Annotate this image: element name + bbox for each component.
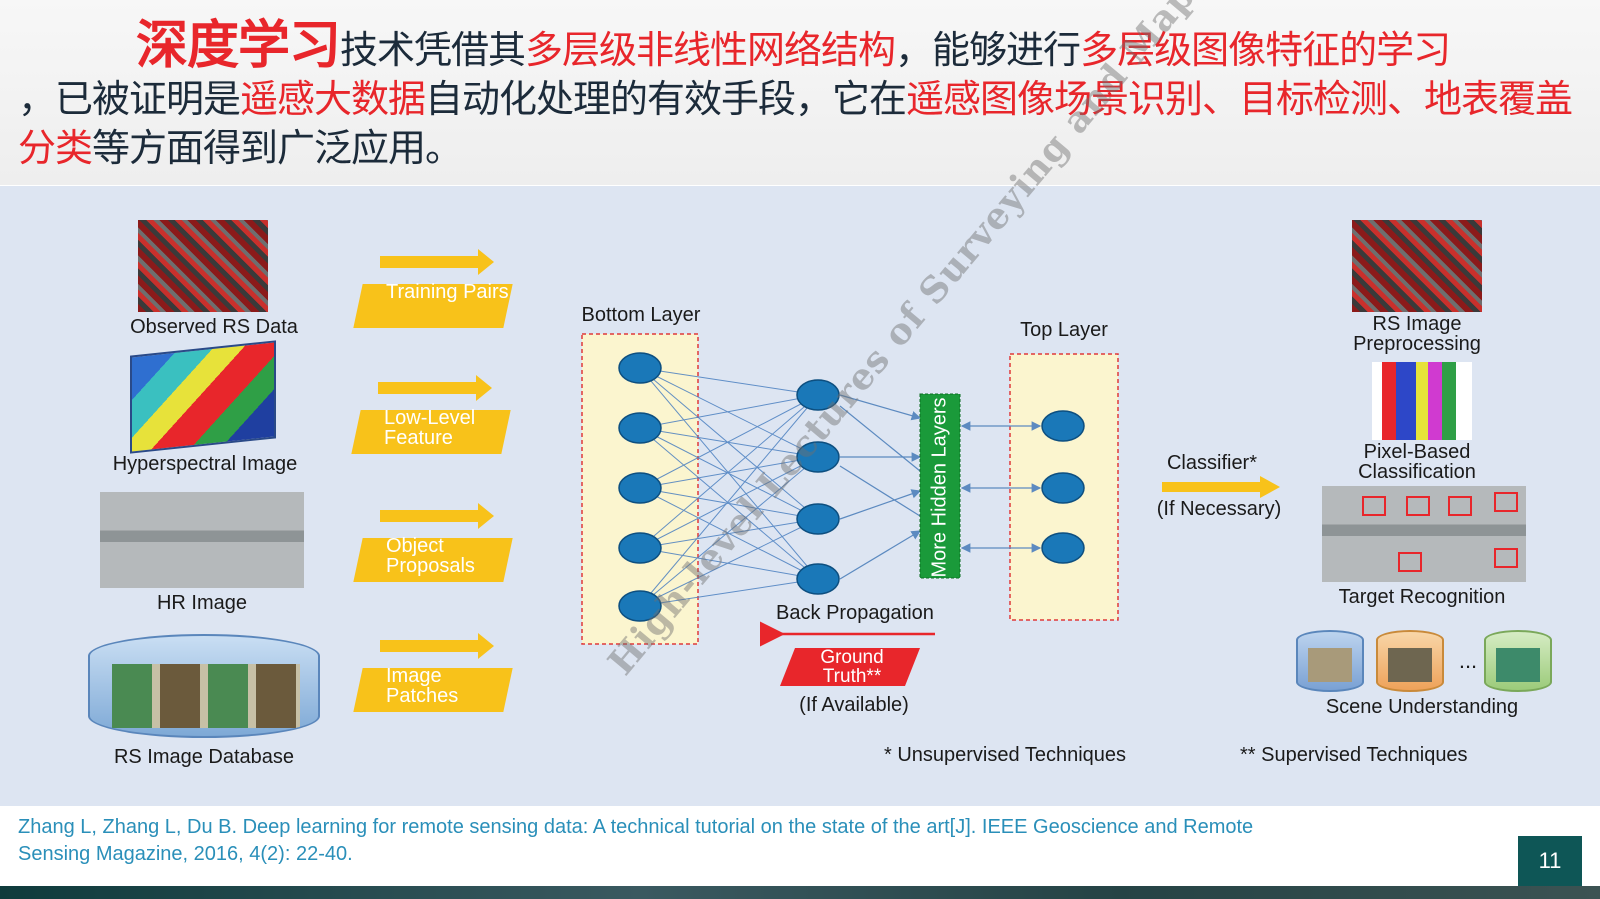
keyword-rs-big-data: 遥感大数据: [240, 77, 426, 121]
keyword-deep-learning: 深度学习: [136, 16, 341, 76]
banner-low-level-feature: Low-Level Feature: [351, 375, 511, 462]
text-segment: ，已被证明是: [18, 77, 241, 121]
text-segment: 自动化处理的有效手段，它在: [425, 77, 907, 121]
target-recognition-image: [1322, 486, 1526, 582]
banner-training-pairs: Training Pairs: [353, 249, 513, 336]
footnote-supervised: ** Supervised Techniques: [1240, 744, 1468, 766]
slide-header: 深度学习技术凭借其多层级非线性网络结构，能够进行多层级图像特征的学习 ，已被证明是…: [0, 0, 1600, 185]
scene-cylinder-2: [1376, 630, 1444, 692]
text-segment: ，能够进行: [895, 28, 1081, 72]
input-label-database: RS Image Database: [113, 746, 295, 768]
text-segment: 技术凭借其: [340, 28, 526, 72]
input-label-hyperspectral: Hyperspectral Image: [112, 453, 298, 475]
top-layer-nodes: [1041, 410, 1085, 564]
ground-truth-label: Ground Truth**: [820, 647, 884, 687]
deep-learning-diagram: Observed RS Data Hyperspectral Image HR …: [0, 0, 1600, 806]
page-number: 11: [1518, 836, 1582, 886]
bottom-layer-label: Bottom Layer: [581, 304, 701, 326]
back-propagation-label: Back Propagation: [776, 602, 934, 624]
intro-paragraph: 深度学习技术凭借其多层级非线性网络结构，能够进行多层级图像特征的学习，已被证明是…: [18, 20, 1578, 173]
bottom-band: [0, 886, 1600, 899]
hyperspectral-cube-image: [130, 340, 276, 454]
keyword-network-structure: 多层级非线性网络结构: [525, 28, 896, 72]
output-label-preprocessing: RS Image Preprocessing: [1353, 313, 1481, 355]
banner-image-patches: Image Patches: [353, 633, 513, 720]
network-svg: [581, 333, 1280, 686]
scene-ellipsis: ...: [1458, 648, 1478, 673]
output-label-pixel-classification: Pixel-Based Classification: [1358, 441, 1476, 483]
observed-rs-data-image: [138, 220, 268, 312]
if-necessary-label: (If Necessary): [1156, 498, 1282, 520]
scene-cylinder-1: [1296, 630, 1364, 692]
text-segment: 等方面得到广泛应用。: [92, 126, 463, 170]
rs-preprocessing-image: [1352, 220, 1482, 312]
banner-object-proposals: Object Proposals: [353, 503, 513, 590]
pixel-classification-image: [1372, 362, 1472, 440]
hidden-layer-nodes: [796, 379, 840, 595]
footnote-unsupervised: * Unsupervised Techniques: [884, 744, 1127, 766]
keyword-feature-learning: 多层级图像特征的学习: [1080, 28, 1451, 72]
rs-image-database-cylinder: [88, 634, 320, 738]
scene-cylinder-3: [1484, 630, 1552, 692]
input-label-observed: Observed RS Data: [130, 316, 298, 338]
output-label-target-recognition: Target Recognition: [1338, 586, 1506, 608]
ground-truth-banner: [780, 648, 920, 686]
input-label-hr: HR Image: [156, 592, 248, 614]
classifier-arrow: [1162, 482, 1262, 492]
top-layer-label: Top Layer: [1020, 319, 1108, 341]
reference-citation: Zhang L, Zhang L, Du B. Deep learning fo…: [18, 816, 1254, 865]
output-label-scene-understanding: Scene Understanding: [1325, 696, 1519, 718]
more-hidden-layers-label: More Hidden Layers: [928, 397, 951, 578]
more-hidden-layers-bar: [919, 393, 961, 579]
keyword-applications: 遥感图像场景识别、目标检测、地表覆盖分类: [18, 77, 1573, 170]
if-available-label: (If Available): [799, 694, 909, 716]
classifier-label: Classifier*: [1166, 452, 1258, 474]
hr-image: [100, 492, 304, 588]
bottom-layer-nodes: [618, 352, 662, 622]
connections: [639, 367, 819, 607]
